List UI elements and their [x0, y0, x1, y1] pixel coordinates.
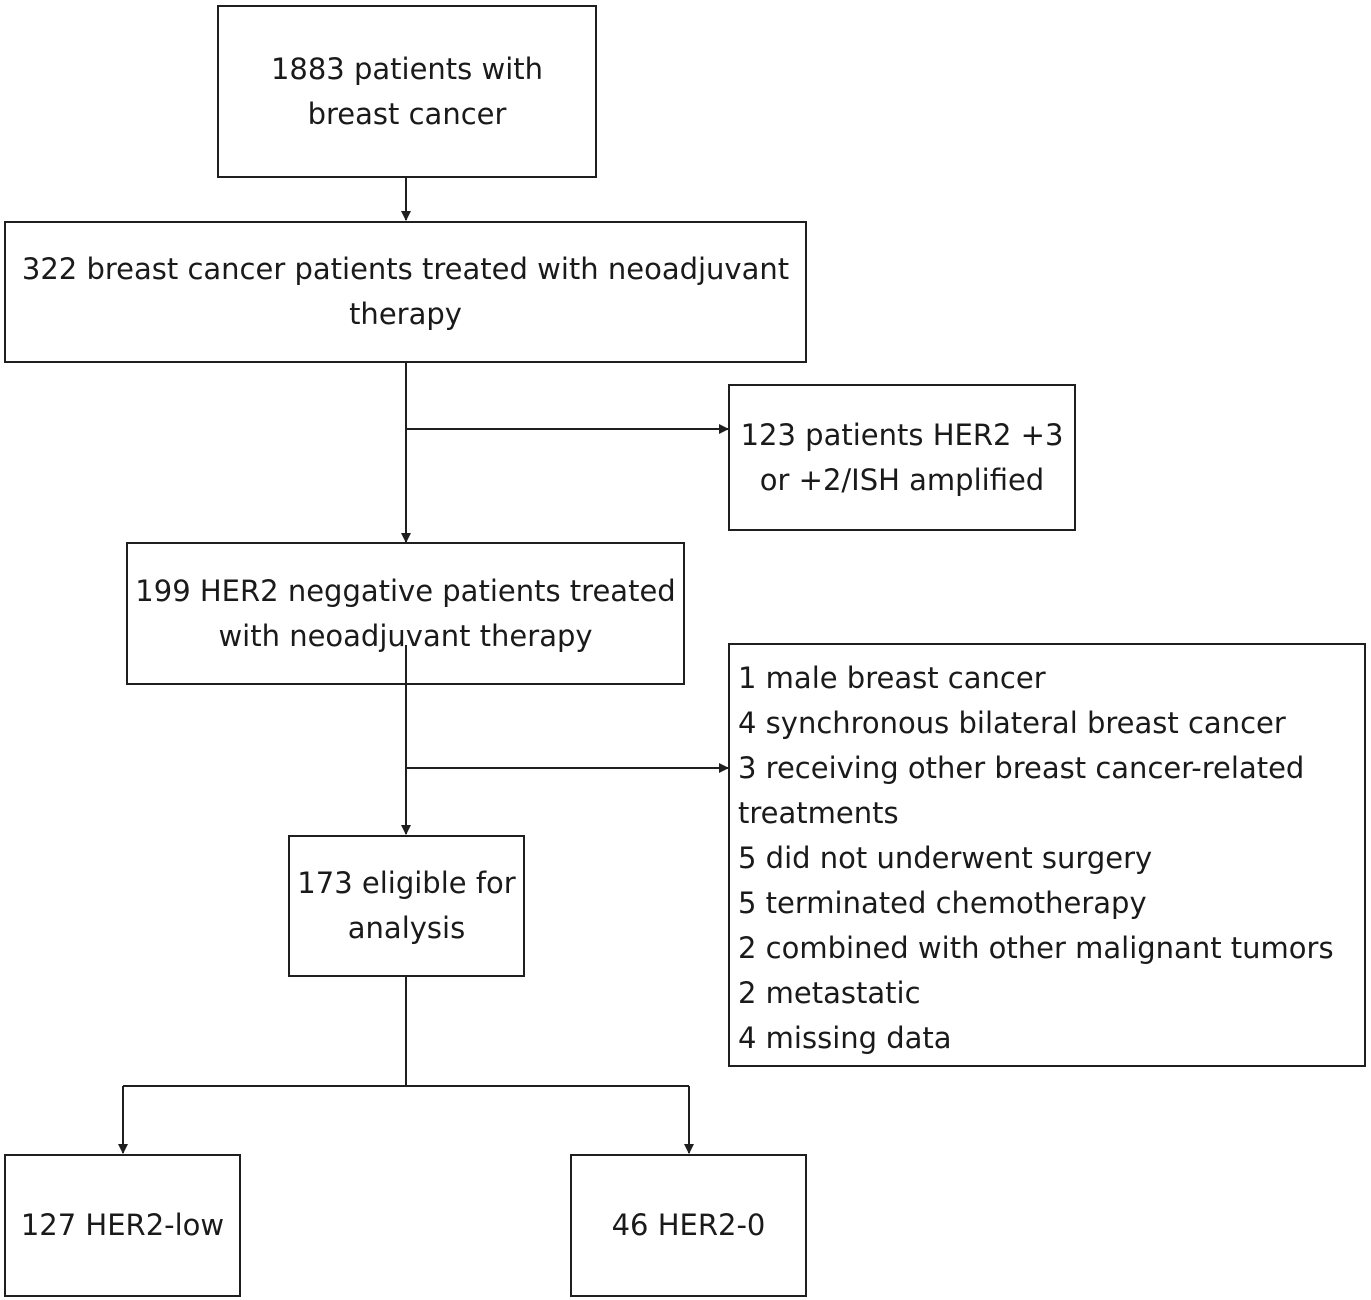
box-line: 127 HER2-low — [20, 1208, 225, 1242]
eligible-box: 173 eligible for analysis — [288, 835, 525, 977]
box-line: 123 patients HER2 +3 — [740, 417, 1064, 452]
box-line: 199 HER2 neggative patients treated — [135, 573, 676, 608]
exclusion-item: 5 did not underwent surgery — [738, 841, 1153, 875]
her2-negative-box: 199 HER2 neggative patients treated with… — [126, 542, 685, 685]
exclusion-item: 4 synchronous bilateral breast cancer — [738, 706, 1286, 740]
her2-positive-excluded-box: 123 patients HER2 +3 or +2/ISH amplified — [728, 384, 1076, 531]
her2-zero-box: 46 HER2-0 — [570, 1154, 807, 1297]
box-line: breast cancer — [307, 96, 507, 131]
exclusion-item: 1 male breast cancer — [738, 661, 1046, 695]
exclusion-item: 5 terminated chemotherapy — [738, 886, 1147, 920]
box-line: 173 eligible for — [297, 866, 516, 900]
box-line: 322 breast cancer patients treated with … — [21, 252, 790, 286]
exclusion-item: 2 metastatic — [738, 976, 921, 1010]
box-line: or +2/ISH amplified — [759, 462, 1045, 497]
total-patients-box: 1883 patients with breast cancer — [217, 5, 597, 178]
exclusion-item: 3 receiving other breast cancer-related — [738, 751, 1305, 785]
other-exclusions-box: 1 male breast cancer 4 synchronous bilat… — [728, 643, 1366, 1067]
exclusion-item: 4 missing data — [738, 1021, 952, 1055]
box-line: analysis — [347, 911, 466, 945]
box-line: therapy — [349, 297, 462, 331]
box-line: with neoadjuvant therapy — [218, 618, 593, 653]
exclusion-item: 2 combined with other malignant tumors — [738, 931, 1334, 965]
her2-low-box: 127 HER2-low — [4, 1154, 241, 1297]
exclusion-item: treatments — [738, 796, 899, 830]
neoadjuvant-patients-box: 322 breast cancer patients treated with … — [4, 221, 807, 363]
box-line: 1883 patients with — [270, 51, 544, 86]
box-line: 46 HER2-0 — [611, 1208, 766, 1242]
